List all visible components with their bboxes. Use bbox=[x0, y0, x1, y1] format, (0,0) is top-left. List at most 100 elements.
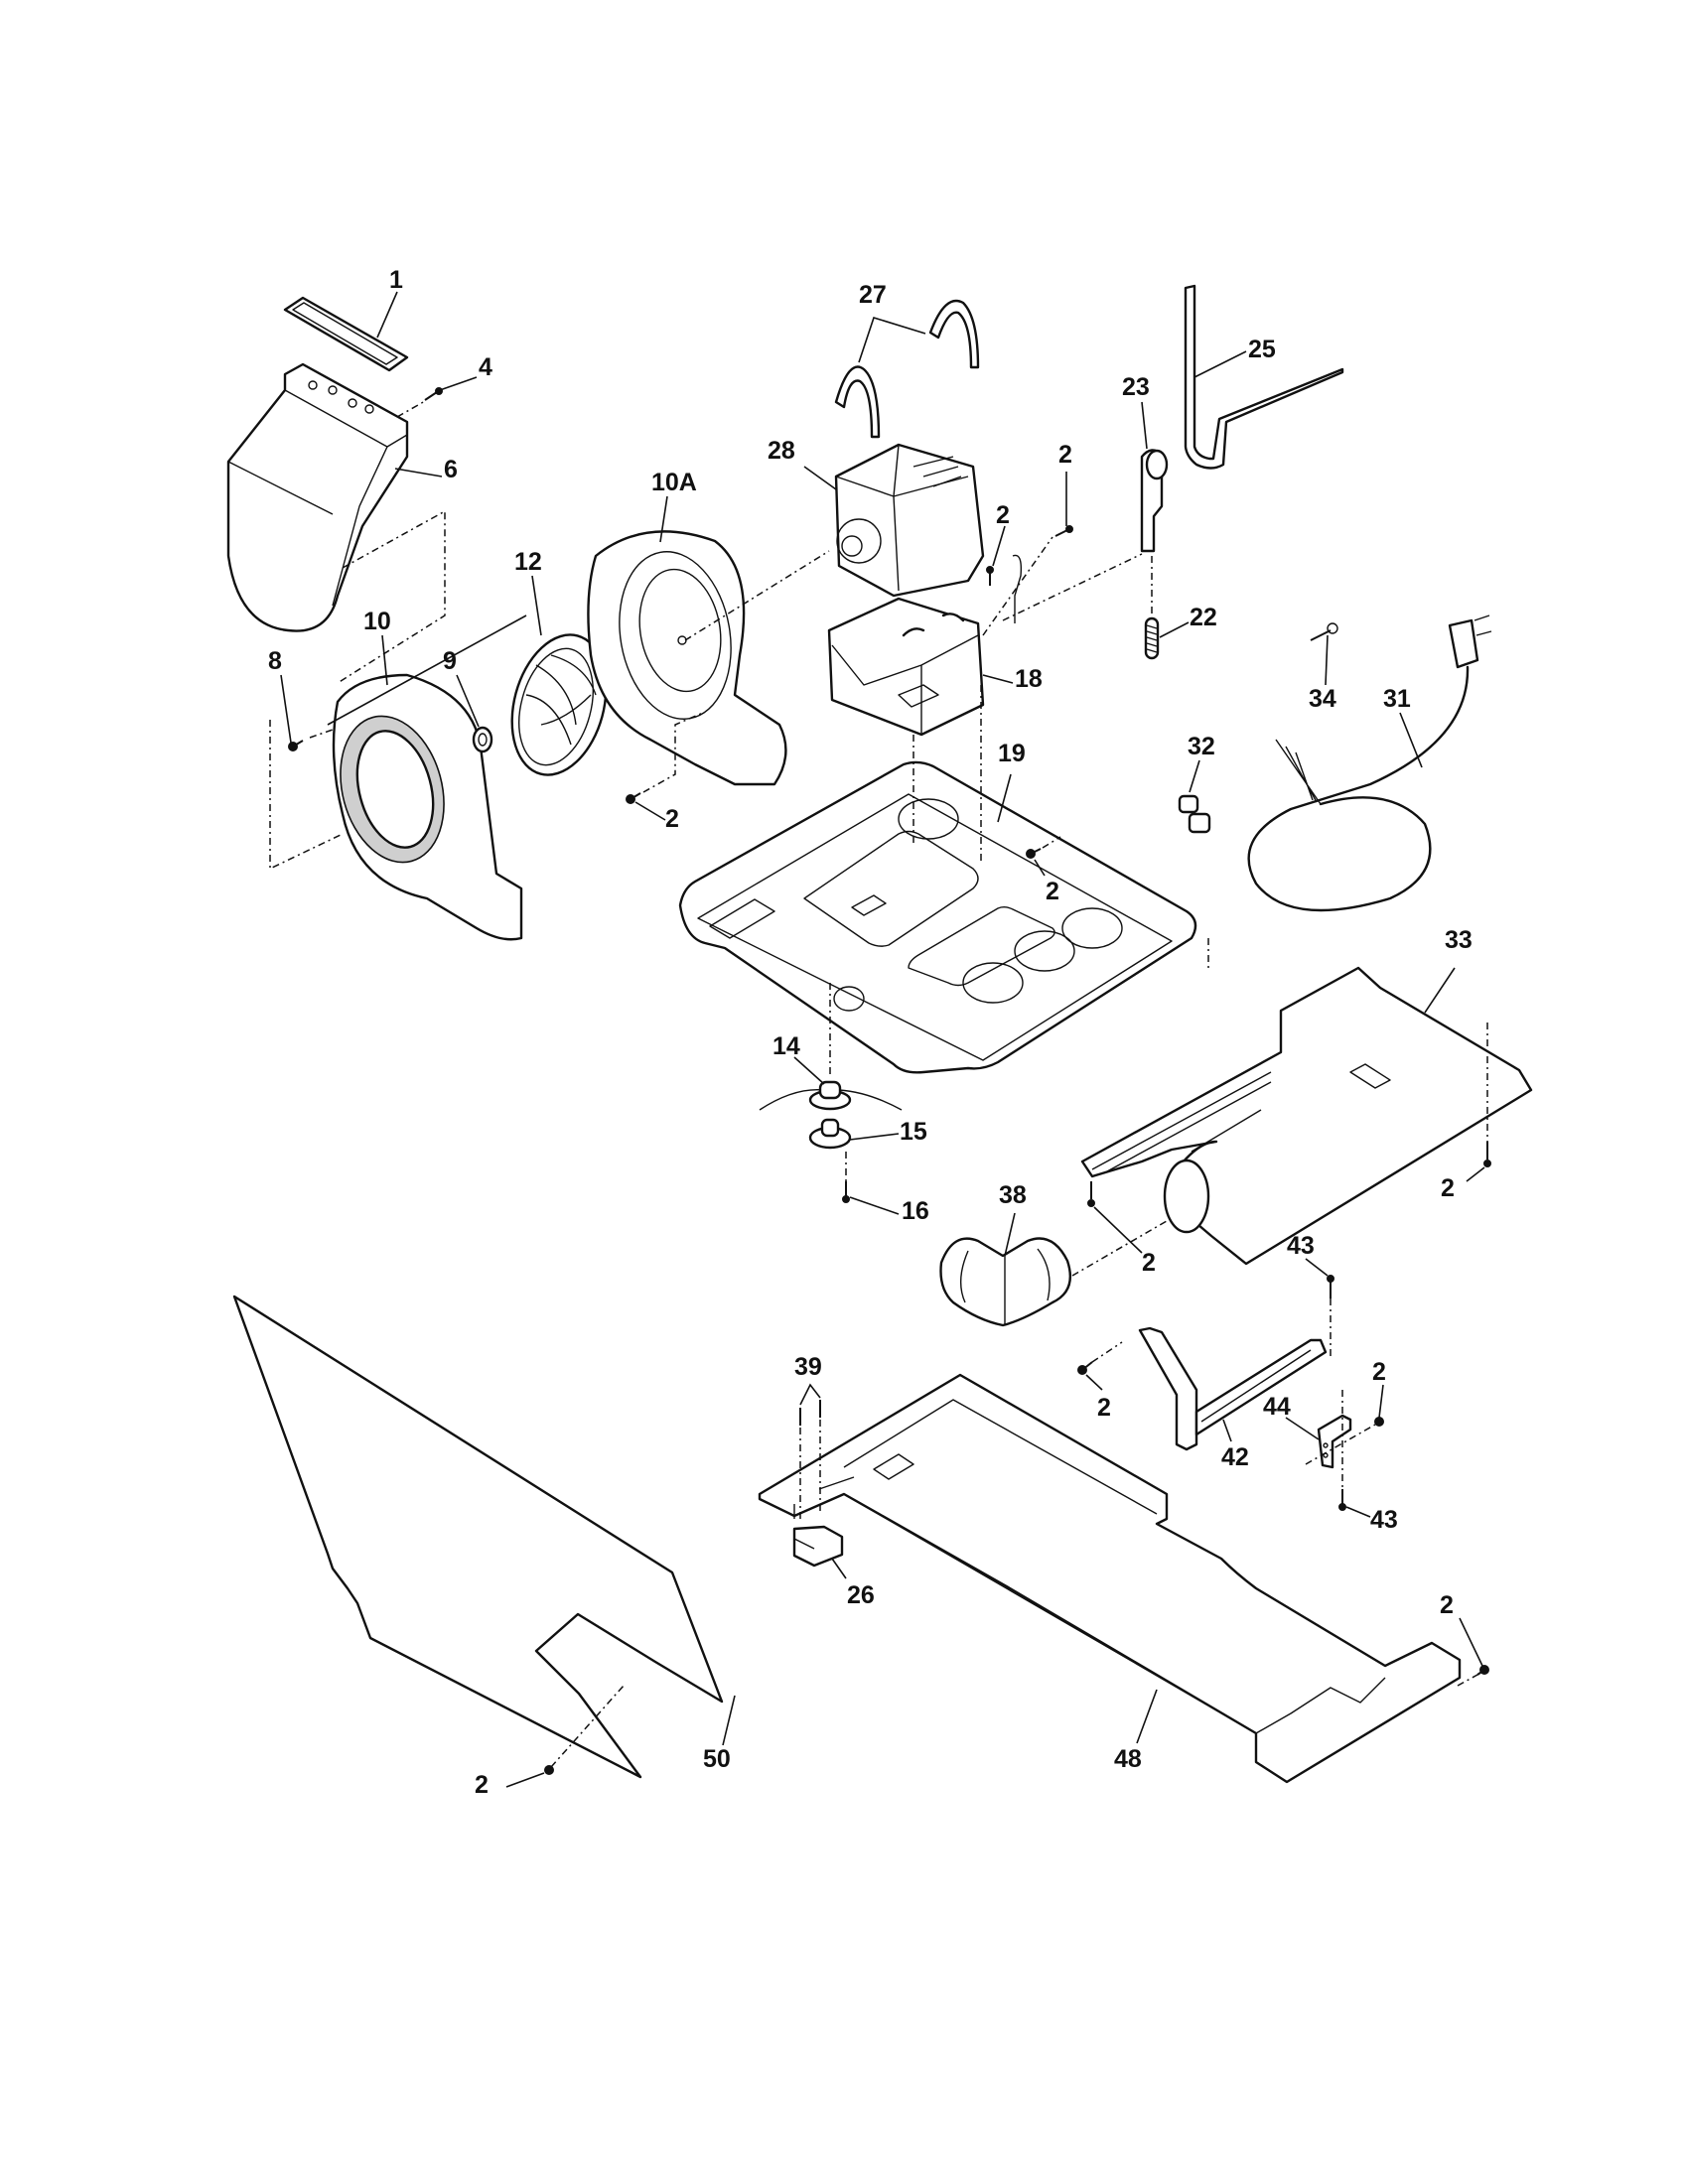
part-18-motor-mount[interactable] bbox=[827, 597, 985, 737]
leader-15 bbox=[849, 1133, 900, 1141]
dash-8 bbox=[269, 720, 344, 871]
leader-2-motor-a bbox=[992, 525, 1006, 567]
part-31-power-cord[interactable] bbox=[1247, 614, 1492, 912]
callout-50: 50 bbox=[703, 1745, 731, 1773]
callout-2-base: 2 bbox=[1046, 878, 1059, 905]
leader-43-a bbox=[1305, 1258, 1329, 1277]
part-2-screw-duct-a[interactable] bbox=[1087, 1181, 1095, 1207]
callout-28: 28 bbox=[768, 437, 795, 465]
callout-1: 1 bbox=[389, 266, 403, 294]
callout-48: 48 bbox=[1114, 1745, 1142, 1773]
callout-38: 38 bbox=[999, 1181, 1027, 1209]
callout-33: 33 bbox=[1445, 926, 1473, 954]
callout-16: 16 bbox=[902, 1197, 929, 1225]
callout-25: 25 bbox=[1248, 336, 1276, 363]
part-38-elbow-duct[interactable] bbox=[939, 1237, 1072, 1327]
part-22-idler-spring[interactable] bbox=[1144, 616, 1160, 660]
callout-10a: 10A bbox=[651, 469, 697, 496]
callout-12: 12 bbox=[514, 548, 542, 576]
motor-switch-lever bbox=[1012, 554, 1023, 623]
part-10a-blower-housing[interactable] bbox=[587, 530, 787, 786]
dash-6 bbox=[337, 509, 446, 684]
leader-38 bbox=[1004, 1212, 1016, 1257]
part-43-screw-a[interactable] bbox=[1327, 1275, 1334, 1298]
dash-4 bbox=[396, 400, 426, 418]
leader-14 bbox=[793, 1056, 825, 1085]
part-26-foot-pad[interactable] bbox=[792, 1525, 844, 1568]
part-33-duct-cover[interactable] bbox=[1080, 966, 1533, 1266]
part-50-rear-panel[interactable] bbox=[232, 1295, 724, 1779]
part-2-screw-bracket[interactable] bbox=[1374, 1417, 1384, 1427]
dash-2-rail bbox=[1091, 1341, 1123, 1363]
part-2-screw-rail[interactable] bbox=[1077, 1361, 1093, 1375]
leader-16 bbox=[849, 1196, 900, 1215]
leader-23 bbox=[1141, 401, 1148, 450]
part-27-motor-clamps[interactable] bbox=[834, 299, 980, 439]
part-42-rail[interactable] bbox=[1138, 1326, 1328, 1451]
callout-32: 32 bbox=[1188, 733, 1215, 760]
part-2-screw-blower[interactable] bbox=[626, 792, 641, 804]
leader-2-rail bbox=[1085, 1374, 1103, 1391]
leader-33 bbox=[1424, 967, 1456, 1014]
part-43-screw-b[interactable] bbox=[1338, 1489, 1346, 1511]
part-15-thermostat-mount[interactable] bbox=[808, 1118, 852, 1150]
leader-32 bbox=[1189, 759, 1200, 793]
leader-6 bbox=[394, 468, 443, 478]
part-10-blower-housing[interactable] bbox=[325, 673, 523, 941]
part-2-screw-panel[interactable] bbox=[544, 1765, 554, 1775]
part-34-screw[interactable] bbox=[1310, 622, 1338, 641]
leader-18 bbox=[982, 674, 1014, 684]
callout-34: 34 bbox=[1309, 685, 1336, 713]
part-25-drive-belt[interactable] bbox=[1184, 284, 1344, 470]
leader-26 bbox=[831, 1558, 847, 1579]
part-2-screw-duct-b[interactable] bbox=[1483, 1142, 1491, 1167]
part-4-screw[interactable] bbox=[424, 387, 443, 401]
leader-34 bbox=[1325, 634, 1329, 686]
part-6-duct[interactable] bbox=[226, 362, 409, 632]
leader-2-bracket bbox=[1378, 1384, 1384, 1419]
dash-38 bbox=[1071, 1220, 1168, 1277]
callout-27: 27 bbox=[859, 281, 887, 309]
dash-motor bbox=[982, 536, 1053, 636]
part-2-screw-front[interactable] bbox=[1476, 1665, 1489, 1676]
part-2-screw-motor-a[interactable] bbox=[986, 566, 994, 586]
leader-50 bbox=[722, 1695, 736, 1746]
callout-2-motor-b: 2 bbox=[1058, 441, 1072, 469]
part-19-base[interactable] bbox=[678, 760, 1197, 1074]
leader-28 bbox=[803, 466, 837, 490]
dash-44-h bbox=[1305, 1424, 1376, 1465]
part-8-screw[interactable] bbox=[288, 740, 304, 751]
part-48-front-support[interactable] bbox=[758, 1373, 1462, 1784]
leader-2-blower bbox=[634, 801, 666, 821]
part-2-screw-motor-b[interactable] bbox=[1054, 525, 1073, 537]
leader-2-front bbox=[1459, 1617, 1483, 1667]
part-14-thermostat[interactable] bbox=[759, 1080, 903, 1111]
part-12-blower-wheel[interactable] bbox=[497, 624, 621, 785]
part-32-strain-relief[interactable] bbox=[1178, 794, 1211, 834]
part-23-idler-arm[interactable] bbox=[1140, 449, 1169, 553]
callout-9: 9 bbox=[443, 647, 457, 675]
callout-23: 23 bbox=[1122, 373, 1150, 401]
leader-22 bbox=[1159, 621, 1190, 638]
part-39-screws[interactable] bbox=[799, 1400, 821, 1426]
dash-10a bbox=[684, 550, 830, 641]
part-9-washer[interactable] bbox=[472, 726, 493, 753]
part-1-gasket[interactable] bbox=[283, 296, 409, 372]
callout-8: 8 bbox=[268, 647, 282, 675]
leader-10 bbox=[381, 634, 388, 686]
callout-19: 19 bbox=[998, 740, 1026, 767]
part-2-screw-base[interactable] bbox=[1026, 848, 1042, 859]
dash-2-front bbox=[1457, 1674, 1478, 1687]
leader-2-duct-a bbox=[1093, 1206, 1143, 1254]
callout-10: 10 bbox=[363, 608, 391, 635]
leader-8 bbox=[280, 674, 292, 744]
callout-22: 22 bbox=[1190, 604, 1217, 631]
part-16-screw[interactable] bbox=[842, 1181, 850, 1203]
callout-2-rail: 2 bbox=[1097, 1394, 1111, 1422]
leader-27 bbox=[858, 317, 926, 363]
callout-31: 31 bbox=[1383, 685, 1411, 713]
leader-39 bbox=[799, 1383, 821, 1406]
part-28-drive-motor[interactable] bbox=[834, 443, 985, 598]
callout-6: 6 bbox=[444, 456, 458, 483]
callout-2-duct-a: 2 bbox=[1142, 1249, 1156, 1277]
